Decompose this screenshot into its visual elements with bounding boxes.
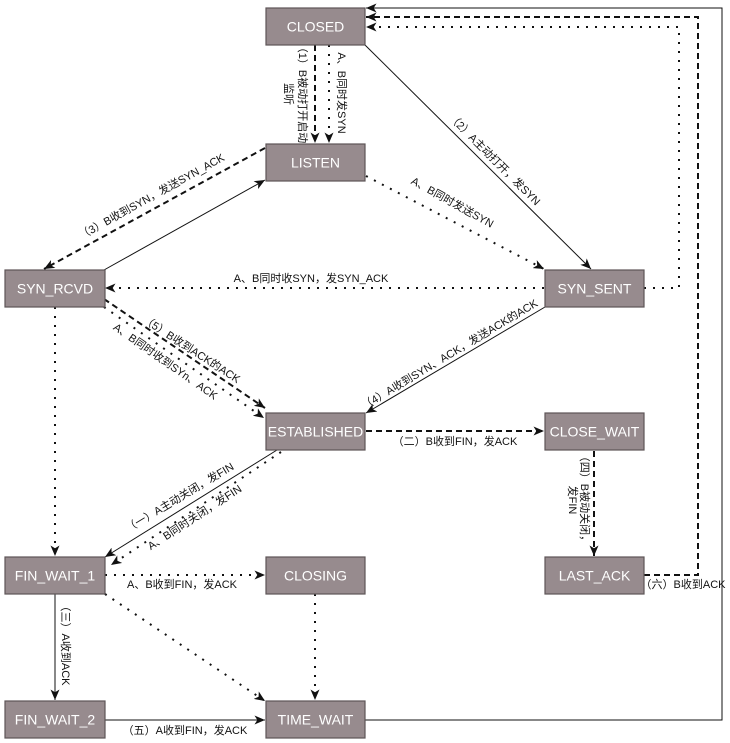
states: CLOSED LISTEN SYN_RCVD SYN_SENT ESTABLIS… <box>4 7 645 739</box>
state-label: CLOSED <box>287 19 345 35</box>
state-box <box>544 412 645 451</box>
state-last-ack: LAST_ACK <box>544 556 645 595</box>
edge-label-line: （1）B被动打开启动 <box>296 42 310 143</box>
state-label: ESTABLISHED <box>268 424 363 440</box>
edge-label: A、B收到FIN，发ACK <box>127 577 238 591</box>
state-fin-wait-2: FIN_WAIT_2 <box>4 700 106 739</box>
state-closed: CLOSED <box>265 7 366 46</box>
edge-label: （1）B被动打开启动 监听 <box>282 42 310 147</box>
edge-label: （五）A收到FIN，发ACK <box>123 723 248 737</box>
state-box <box>265 700 366 739</box>
state-box <box>4 556 106 595</box>
state-label: FIN_WAIT_1 <box>15 568 96 584</box>
edge-line <box>103 298 266 409</box>
state-syn-rcvd: SYN_RCVD <box>4 269 106 308</box>
transition-closed-to-listen-passive-open: （1）B被动打开启动 监听 <box>282 42 320 147</box>
edge-line <box>104 449 278 558</box>
state-label: CLOSE_WAIT <box>550 424 640 440</box>
state-time-wait: TIME_WAIT <box>265 700 366 739</box>
transition-last-ack-to-closed: （六）B收到ACK <box>366 12 727 591</box>
state-box <box>265 143 366 182</box>
state-close-wait: CLOSE_WAIT <box>544 412 645 451</box>
state-label: SYN_SENT <box>558 281 632 297</box>
edge-label: A、B同时收SYN，发SYN_ACK <box>234 271 389 285</box>
edge-line <box>43 147 266 270</box>
state-label: SYN_RCVD <box>17 281 93 297</box>
edge-label: A、B同时发SYN <box>335 52 349 133</box>
state-syn-sent: SYN_SENT <box>544 269 645 308</box>
state-box <box>4 700 106 739</box>
state-fin-wait-1: FIN_WAIT_1 <box>4 556 106 595</box>
state-listen: LISTEN <box>265 143 366 182</box>
state-label: CLOSING <box>284 568 347 584</box>
edge-label-line: 监听 <box>282 83 295 105</box>
state-label: TIME_WAIT <box>278 712 354 728</box>
transition-closed-to-listen-simultaneous: A、B同时发SYN <box>324 45 349 143</box>
transition-fin-wait-1-to-fin-wait-2: （三）A收到ACK <box>50 594 73 700</box>
transition-time-wait-to-closed <box>365 3 723 721</box>
edge-line <box>103 179 266 271</box>
transition-close-wait-to-last-ack: （四）B被动关闭， 发FIN <box>566 451 599 556</box>
edge-label-line: 发FIN <box>566 486 580 515</box>
state-label: LAST_ACK <box>559 568 631 584</box>
state-label: LISTEN <box>291 155 340 171</box>
edge-label: （三）A收到ACK <box>59 601 73 687</box>
state-box <box>265 412 366 451</box>
state-box <box>4 269 106 308</box>
edge-line <box>365 175 545 270</box>
edge-label: （二）B收到FIN，发ACK <box>393 434 518 448</box>
state-closing: CLOSING <box>265 556 366 595</box>
edge-line <box>365 306 546 414</box>
edge-label: （四）B被动关闭， 发FIN <box>566 451 592 549</box>
transition-syn-rcvd-to-listen <box>103 179 266 271</box>
edge-line <box>366 12 699 576</box>
edge-line <box>364 44 592 270</box>
state-box <box>544 556 645 595</box>
transition-syn-sent-to-syn-rcvd: A、B同时收SYN，发SYN_ACK <box>105 271 544 293</box>
state-box <box>544 269 645 308</box>
transition-fin-wait-2-to-time-wait: （五）A收到FIN，发ACK <box>105 715 265 737</box>
state-box <box>265 7 366 46</box>
state-label: FIN_WAIT_2 <box>15 712 96 728</box>
state-established: ESTABLISHED <box>265 412 366 451</box>
edge-label-line: （四）B被动关闭， <box>578 451 592 546</box>
edge-line <box>365 3 723 721</box>
edge-line <box>103 306 265 419</box>
transition-fin-wait-1-to-closing: A、B收到FIN，发ACK <box>105 570 265 591</box>
state-box <box>265 556 366 595</box>
transition-established-to-close-wait: （二）B收到FIN，发ACK <box>366 426 544 448</box>
edge-label: （六）B收到ACK <box>641 577 727 591</box>
